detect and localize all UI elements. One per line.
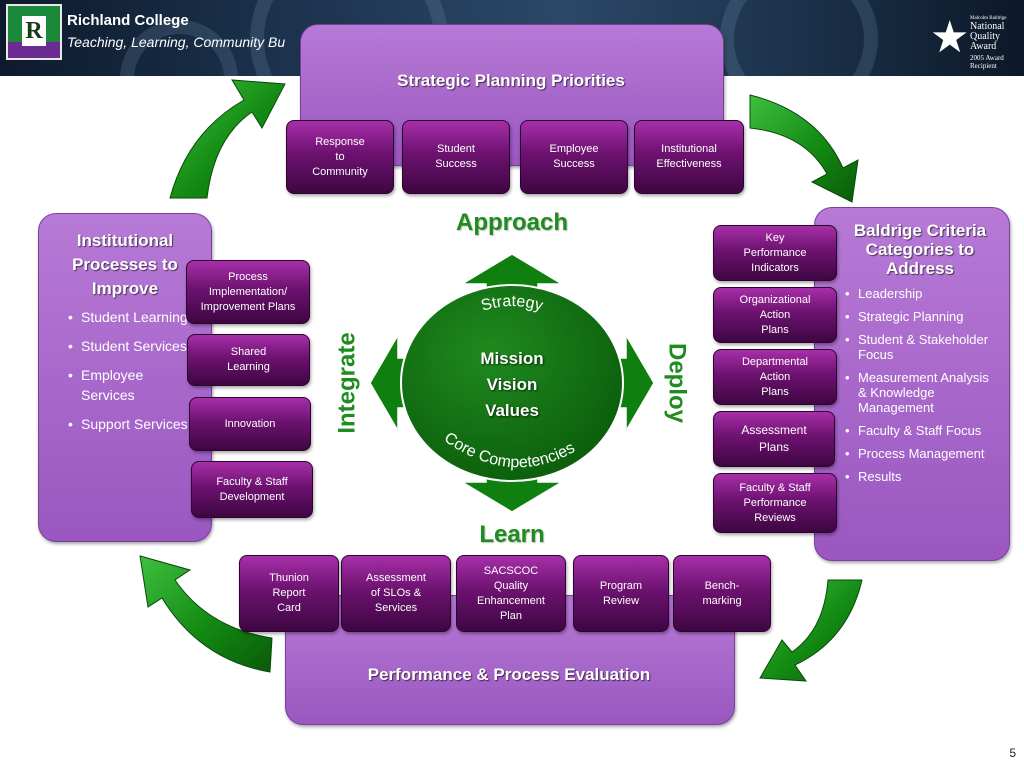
list-item: Faculty & Staff Focus (843, 423, 993, 438)
college-name: Richland College (67, 12, 189, 29)
box-benchmarking: Bench- marking (673, 555, 771, 632)
box-sacscoc-qep: SACSCOC Quality Enhancement Plan (456, 555, 566, 632)
panel-title-baldrige-criteria: Baldrige Criteria Categories to Address (853, 221, 987, 278)
list-item: Measurement Analysis & Knowledge Managem… (843, 370, 993, 415)
logo-letter: R (22, 16, 46, 46)
college-tagline: Teaching, Learning, Community Bu (67, 34, 286, 50)
star-icon: ★ (930, 13, 970, 62)
box-process-implementation: Process Implementation/ Improvement Plan… (186, 260, 310, 324)
box-employee-success: Employee Success (520, 120, 628, 194)
list-item: Results (843, 469, 993, 484)
box-innovation: Innovation (189, 397, 311, 451)
list-baldrige-criteria: Leadership Strategic Planning Student & … (843, 286, 993, 492)
cycle-arrow-top-right (749, 94, 859, 203)
word-learn: Learn (479, 521, 545, 548)
box-faculty-staff-development: Faculty & Staff Development (191, 461, 313, 518)
cycle-arrow-bottom-left (139, 555, 273, 673)
center-line-mission: Mission (480, 349, 544, 368)
box-program-review: Program Review (573, 555, 669, 632)
center-oval (400, 284, 624, 482)
list-item: Strategic Planning (843, 309, 993, 324)
box-key-performance-indicators: Key Performance Indicators (713, 225, 837, 281)
list-item: Support Services (66, 414, 196, 434)
word-integrate: Integrate (333, 332, 360, 433)
list-institutional-processes: Student Learning Student Services Employ… (66, 307, 196, 443)
list-item: Student Services (66, 336, 196, 356)
list-item: Process Management (843, 446, 993, 461)
mission-vision-values: Mission Vision Values (440, 346, 584, 424)
list-item: Student & Stakeholder Focus (843, 332, 993, 362)
box-institutional-effectiveness: Institutional Effectiveness (634, 120, 744, 194)
box-response-to-community: Response to Community (286, 120, 394, 194)
cycle-arrow-top-left (169, 79, 286, 199)
box-faculty-staff-performance-reviews: Faculty & Staff Performance Reviews (713, 473, 837, 533)
box-assessment-plans: Assessment Plans (713, 411, 835, 467)
page-number: 5 (1009, 746, 1016, 760)
baldrige-award-logo: ★ Malcolm Baldrige National Quality Awar… (930, 8, 1020, 74)
word-approach: Approach (455, 209, 568, 236)
award-subtitle: 2005 Award Recipient (970, 54, 1004, 70)
word-deploy: Deploy (664, 343, 691, 424)
cycle-arrow-bottom-right (759, 579, 863, 682)
box-departmental-action-plans: Departmental Action Plans (713, 349, 837, 405)
panel-title-performance-evaluation: Performance & Process Evaluation (367, 665, 651, 684)
box-assessment-of-slos: Assessment of SLOs & Services (341, 555, 451, 632)
center-line-vision: Vision (486, 375, 538, 394)
box-shared-learning: Shared Learning (187, 334, 310, 386)
panel-title-strategic-planning: Strategic Planning Priorities (397, 71, 625, 90)
list-item: Leadership (843, 286, 993, 301)
panel-title-institutional-processes: Institutional Processes to Improve (72, 231, 178, 298)
award-title: Malcolm Baldrige National Quality Award (970, 16, 1007, 52)
list-item: Student Learning (66, 307, 196, 327)
list-item: Employee Services (66, 365, 196, 405)
box-organizational-action-plans: Organizational Action Plans (713, 287, 837, 343)
box-student-success: Student Success (402, 120, 510, 194)
box-thunion-report-card: Thunion Report Card (239, 555, 339, 632)
college-logo: R (6, 4, 62, 60)
center-line-values: Values (485, 401, 539, 420)
